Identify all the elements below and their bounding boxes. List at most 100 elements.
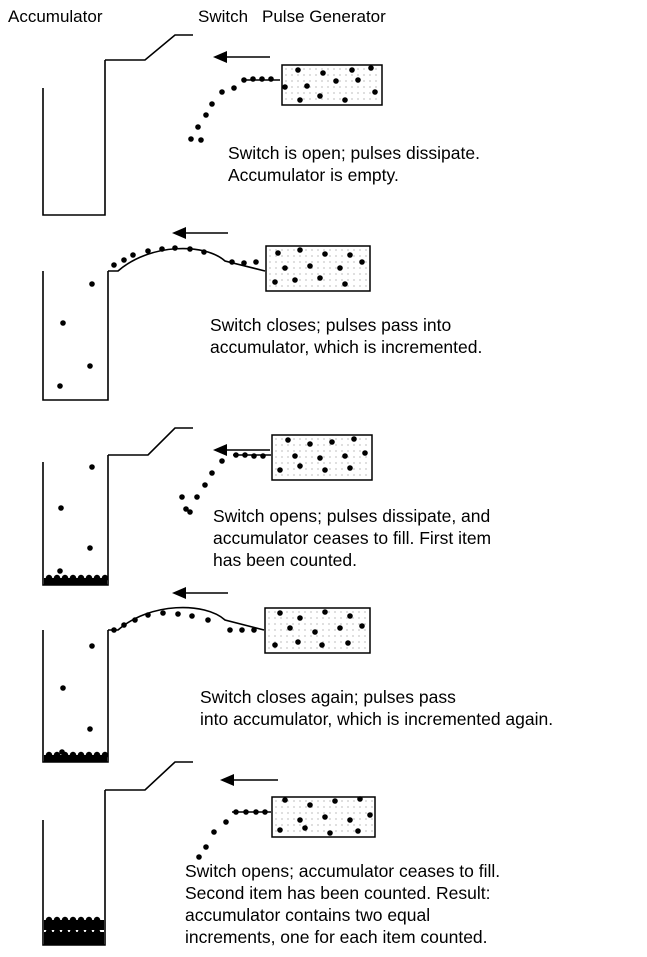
stipple [298, 647, 300, 649]
accumulator-vessel [42, 630, 109, 763]
stipple [304, 623, 306, 625]
stipple [364, 641, 366, 643]
stipple [369, 80, 371, 82]
travelling-pulse-dot [227, 627, 233, 633]
stipple [310, 629, 312, 631]
stipple [353, 456, 355, 458]
stipple [322, 629, 324, 631]
stipple [275, 249, 277, 251]
stipple [292, 617, 294, 619]
stipple [345, 86, 347, 88]
stipple [363, 86, 365, 88]
stipple [286, 617, 288, 619]
stipple [293, 800, 295, 802]
stipple [365, 267, 367, 269]
stipple [310, 647, 312, 649]
stipple [347, 462, 349, 464]
stage-1-caption-line-2: Accumulator is empty. [228, 165, 399, 185]
stipple [311, 462, 313, 464]
stipple [317, 830, 319, 832]
stipple [353, 806, 355, 808]
stipple [269, 273, 271, 275]
stipple [335, 255, 337, 257]
generator-pulse-dot [297, 463, 303, 469]
stipple [268, 611, 270, 613]
generator-pulse-dot [347, 252, 353, 258]
stipple [322, 647, 324, 649]
generator-pulse-dot [362, 450, 368, 456]
travelling-pulse-dot [233, 452, 239, 458]
stipple [297, 86, 299, 88]
stipple [287, 273, 289, 275]
header-pulse-generator: Pulse Generator [262, 7, 386, 26]
stipple [351, 80, 353, 82]
stipple [281, 806, 283, 808]
stipple [328, 629, 330, 631]
generator-pulse-dot [282, 84, 288, 90]
stipple [340, 635, 342, 637]
stipple [352, 629, 354, 631]
stipple [341, 273, 343, 275]
dissipating-pulse-dot [219, 89, 225, 95]
stipple [328, 611, 330, 613]
pulse-generator [271, 434, 373, 481]
stipple [281, 285, 283, 287]
increment-bump [85, 928, 93, 936]
stipple [365, 273, 367, 275]
stipple [323, 438, 325, 440]
stipple [364, 635, 366, 637]
stipple [311, 285, 313, 287]
stipple [351, 74, 353, 76]
stipple [281, 450, 283, 452]
generator-pulse-dot [337, 625, 343, 631]
falling-pulse-dot [87, 363, 93, 369]
stage-1 [42, 34, 383, 216]
stipple [323, 824, 325, 826]
generator-pulse-dot [319, 642, 325, 648]
stipple [281, 800, 283, 802]
stipple [309, 74, 311, 76]
stipple [299, 285, 301, 287]
stipple [323, 267, 325, 269]
stipple [287, 444, 289, 446]
falling-pulse-dot [60, 685, 66, 691]
stipple [347, 806, 349, 808]
stipple [310, 623, 312, 625]
stipple [359, 285, 361, 287]
stipple [347, 812, 349, 814]
stipple [311, 450, 313, 452]
stipple [345, 92, 347, 94]
stipple [341, 462, 343, 464]
accumulator-increment-1 [44, 755, 107, 762]
stipple [353, 474, 355, 476]
travelling-pulse-dot [121, 257, 127, 263]
stipple [365, 818, 367, 820]
increment-bump [45, 751, 53, 759]
stipple [353, 285, 355, 287]
stipple [316, 641, 318, 643]
stipple [340, 623, 342, 625]
stipple [299, 279, 301, 281]
stipple [365, 468, 367, 470]
pulse-generator [271, 796, 376, 838]
generator-pulse-dot [304, 83, 310, 89]
stipple [293, 824, 295, 826]
stipple [281, 462, 283, 464]
travelling-pulse-dot [243, 809, 249, 815]
stage-2-caption: Switch closes; pulses pass into accumula… [210, 314, 482, 358]
stipple [334, 623, 336, 625]
stipple [316, 635, 318, 637]
stipple [287, 800, 289, 802]
dissipating-pulse-dot [183, 506, 189, 512]
stipple [305, 474, 307, 476]
stage-3-caption-line-3: has been counted. [213, 550, 358, 570]
stipple [364, 647, 366, 649]
stipple [305, 800, 307, 802]
stipple [327, 80, 329, 82]
stipple [323, 456, 325, 458]
stipple [315, 92, 317, 94]
stipple [305, 267, 307, 269]
stipple [311, 830, 313, 832]
stipple [371, 824, 373, 826]
stipple [291, 92, 293, 94]
